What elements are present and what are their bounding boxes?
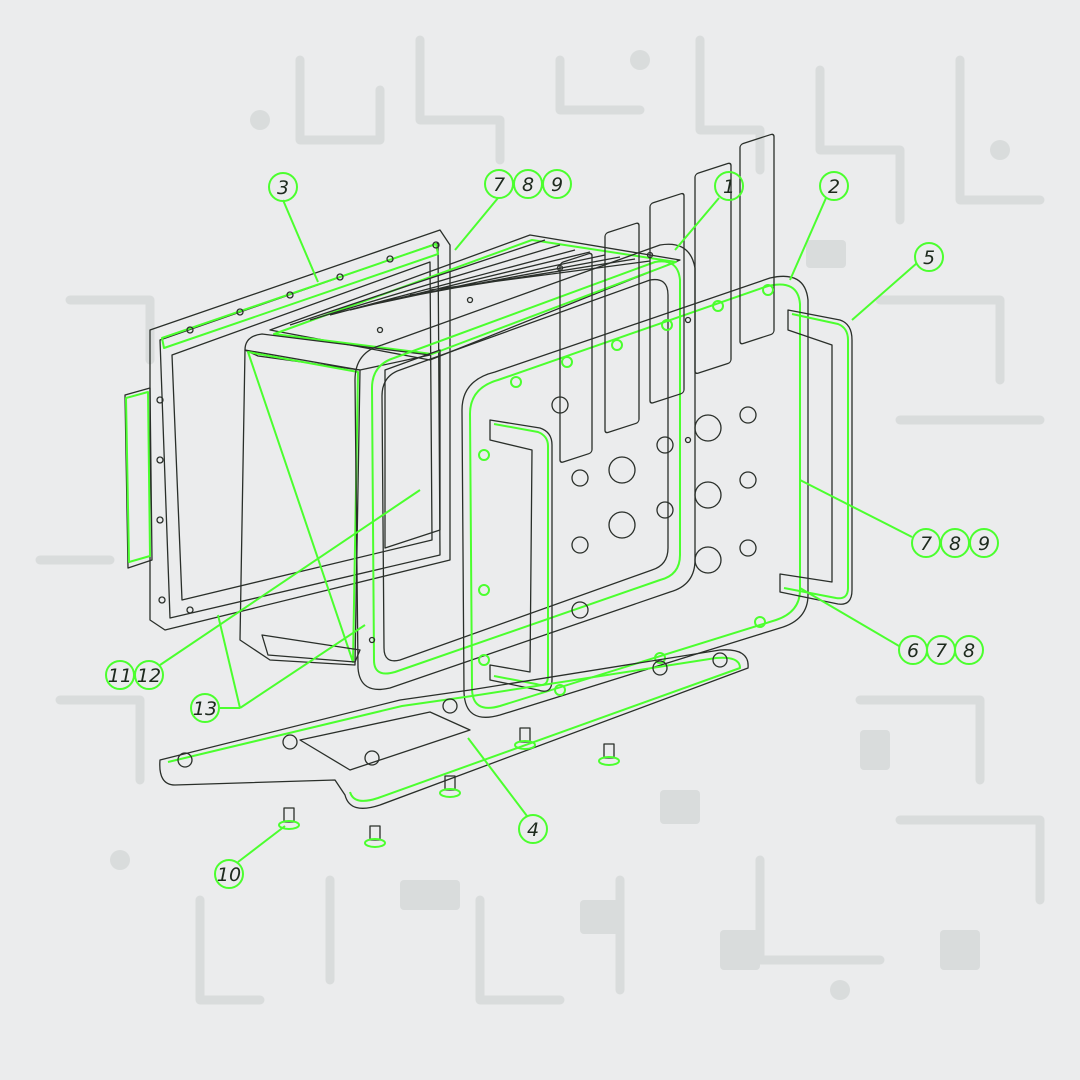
callout-number: 11 <box>108 665 132 687</box>
callout-number: 6 <box>907 640 919 662</box>
callout-number: 7 <box>493 174 505 196</box>
callout-number: 13 <box>193 698 217 720</box>
screws-part-10 <box>278 727 620 848</box>
callout-number: 5 <box>923 247 935 269</box>
callout-number: 8 <box>522 174 534 196</box>
circuit-board-background <box>35 35 1045 1005</box>
front-frame-part-1 <box>354 243 696 691</box>
back-frame-part-3 <box>124 229 451 631</box>
screw <box>514 727 536 750</box>
callout-6-7-8: 6 7 8 <box>799 587 984 665</box>
right-handle-part-5 <box>779 309 853 605</box>
callouts: 3 7 8 9 1 2 5 <box>105 169 999 889</box>
callout-number: 9 <box>551 174 563 196</box>
callout-number: 1 <box>723 176 735 198</box>
screw <box>364 825 386 848</box>
screw <box>278 807 300 830</box>
callout-2: 2 <box>789 171 849 281</box>
callout-5: 5 <box>851 242 944 321</box>
callout-number: 7 <box>920 533 932 555</box>
callout-1: 1 <box>674 171 744 251</box>
panel-connectors <box>551 133 775 619</box>
enclosure-body <box>239 333 431 666</box>
callout-7-8-9-right: 7 8 9 <box>799 479 999 558</box>
callout-number: 3 <box>277 177 289 199</box>
callout-10: 10 <box>214 825 286 889</box>
callout-7-8-9-top: 7 8 9 <box>454 169 572 251</box>
callout-number: 4 <box>527 819 539 841</box>
callout-number: 12 <box>137 665 161 687</box>
callout-number: 10 <box>217 864 241 886</box>
callout-13: 13 <box>190 614 366 723</box>
callout-number: 8 <box>963 640 975 662</box>
callout-number: 8 <box>949 533 961 555</box>
base-bracket-part-4 <box>159 649 749 809</box>
heat-sink-fins <box>269 234 681 361</box>
screw <box>598 743 620 766</box>
callout-4: 4 <box>467 737 548 844</box>
callout-3: 3 <box>268 172 319 283</box>
callout-11-12: 11 12 <box>105 489 421 690</box>
connector-panel-part-2 <box>461 133 809 718</box>
panel-screws <box>478 284 774 696</box>
frame-bolt-holes <box>156 241 440 614</box>
callout-number: 7 <box>935 640 947 662</box>
callout-number: 2 <box>828 176 840 198</box>
screw <box>439 775 461 798</box>
callout-number: 9 <box>978 533 990 555</box>
